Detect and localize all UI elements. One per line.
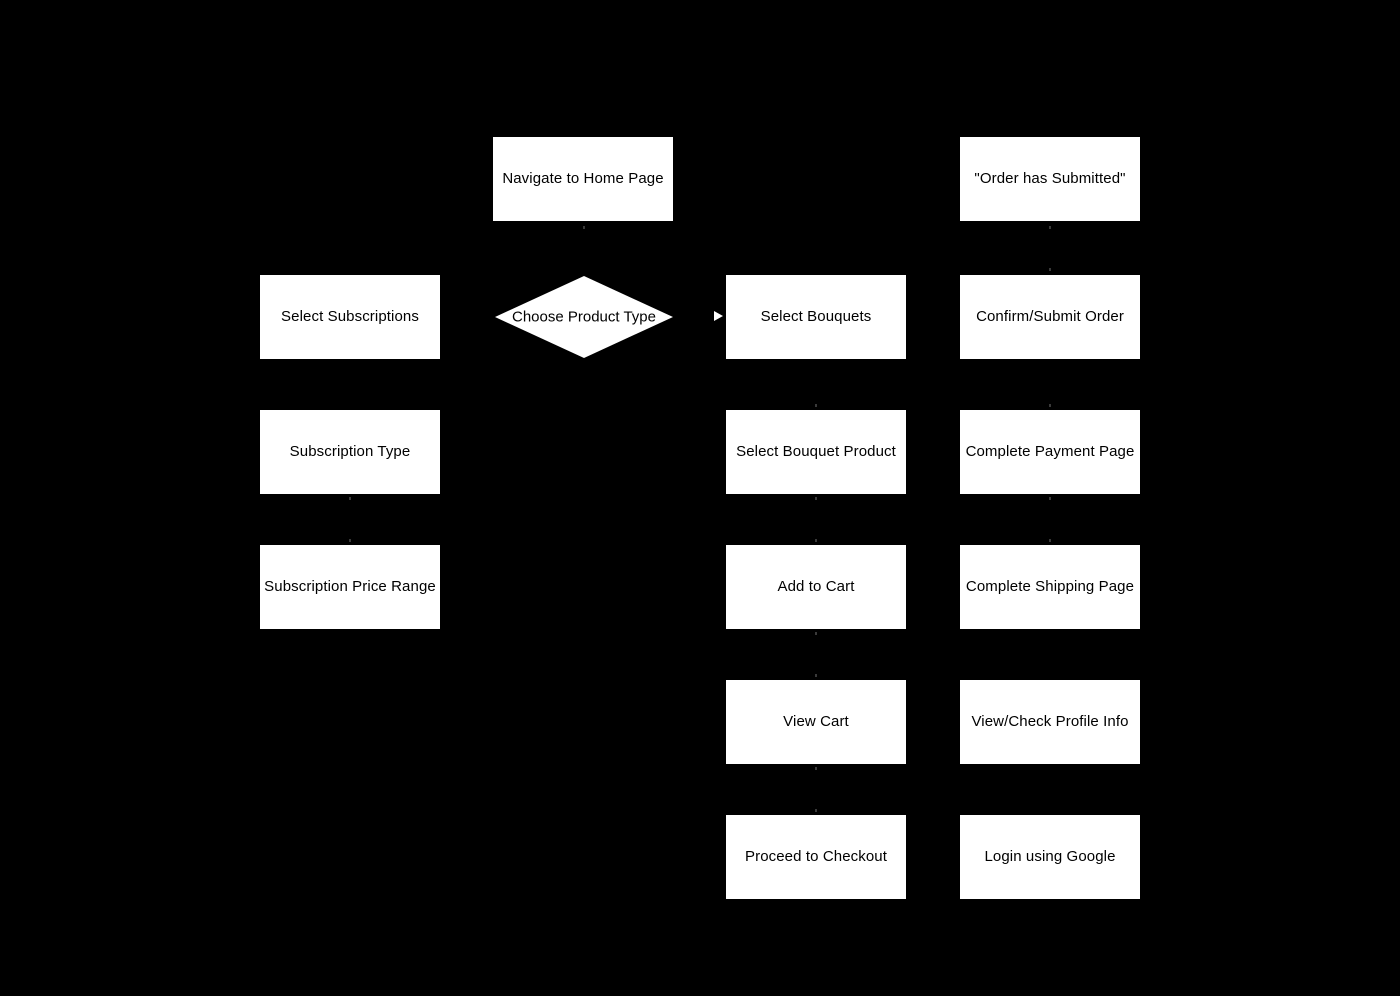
node-label: Select Bouquets	[760, 308, 872, 325]
node-subscription-price-range[interactable]: Subscription Price Range	[260, 545, 440, 629]
node-label: Complete Shipping Page	[965, 578, 1135, 595]
node-label: View Cart	[783, 713, 849, 730]
node-proceed-to-checkout[interactable]: Proceed to Checkout	[726, 815, 906, 899]
node-label: "Order has Submitted"	[974, 170, 1126, 187]
connector-stub	[1049, 497, 1051, 500]
arrowhead-icon	[714, 311, 723, 321]
connector-stub	[583, 226, 585, 229]
node-label: Proceed to Checkout	[745, 848, 887, 865]
connector-stub	[1049, 539, 1051, 542]
connector-stub	[815, 632, 817, 635]
connector-stub	[349, 497, 351, 500]
node-view-cart[interactable]: View Cart	[726, 680, 906, 764]
node-choose-product-type[interactable]: Choose Product Type	[495, 276, 673, 358]
connector-stub	[349, 539, 351, 542]
node-order-submitted[interactable]: "Order has Submitted"	[960, 137, 1140, 221]
node-view-check-profile-info[interactable]: View/Check Profile Info	[960, 680, 1140, 764]
node-select-bouquet-product[interactable]: Select Bouquet Product	[726, 410, 906, 494]
node-complete-payment-page[interactable]: Complete Payment Page	[960, 410, 1140, 494]
node-login-using-google[interactable]: Login using Google	[960, 815, 1140, 899]
connector-stub	[815, 809, 817, 812]
connector-stub	[1049, 268, 1051, 271]
node-label: Subscription Type	[289, 443, 411, 460]
node-select-bouquets[interactable]: Select Bouquets	[726, 275, 906, 359]
node-label: Add to Cart	[777, 578, 855, 595]
node-label: Navigate to Home Page	[502, 170, 664, 187]
node-label: Select Bouquet Product	[736, 443, 896, 460]
node-label: Select Subscriptions	[281, 308, 419, 325]
node-add-to-cart[interactable]: Add to Cart	[726, 545, 906, 629]
node-label: View/Check Profile Info	[971, 713, 1129, 730]
node-subscription-type[interactable]: Subscription Type	[260, 410, 440, 494]
connector-stub	[815, 497, 817, 500]
connector-stub	[815, 767, 817, 770]
node-label: Choose Product Type	[512, 308, 656, 326]
node-label: Complete Payment Page	[965, 443, 1135, 460]
node-label: Confirm/Submit Order	[976, 308, 1124, 325]
connector-stub	[815, 539, 817, 542]
connector-stub	[815, 674, 817, 677]
connector-stub	[815, 404, 817, 407]
connector-stub	[1049, 226, 1051, 229]
connector-stub	[1049, 404, 1051, 407]
node-label: Login using Google	[984, 848, 1116, 865]
node-confirm-submit-order[interactable]: Confirm/Submit Order	[960, 275, 1140, 359]
node-navigate-home[interactable]: Navigate to Home Page	[493, 137, 673, 221]
node-select-subscriptions[interactable]: Select Subscriptions	[260, 275, 440, 359]
node-label: Subscription Price Range	[264, 578, 436, 595]
node-complete-shipping-page[interactable]: Complete Shipping Page	[960, 545, 1140, 629]
